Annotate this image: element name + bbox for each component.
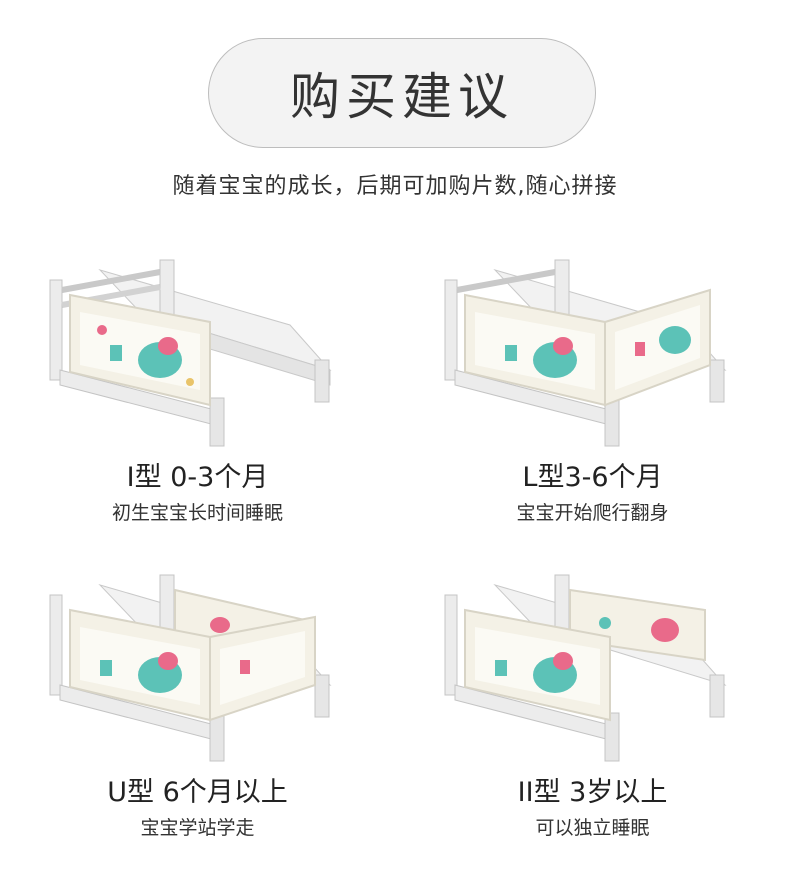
bed-with-guardrail-illustration <box>444 259 727 447</box>
guardrail-panel-side <box>604 288 711 407</box>
option-description: 宝宝学站学走 <box>140 817 255 839</box>
bed-with-guardrail-illustration <box>49 574 332 762</box>
guardrail-panel <box>464 293 606 407</box>
bed-with-guardrail-illustration <box>444 574 727 762</box>
option-type-label: II型 3岁以上 <box>517 777 668 808</box>
option-description: 可以独立睡眠 <box>535 817 650 839</box>
guardrail-panel <box>69 608 211 722</box>
page-title: 购买建议 <box>290 68 514 126</box>
bed-with-guardrail-illustration <box>49 259 332 447</box>
guardrail-panel <box>69 293 211 407</box>
guardrail-panel-side <box>209 615 316 722</box>
title-pill: 购买建议 <box>208 38 596 148</box>
option-description: 宝宝开始爬行翻身 <box>516 502 669 524</box>
option-type-label: L型3-6个月 <box>522 462 663 493</box>
page-subtitle: 随着宝宝的成长，后期可加购片数,随心拼接 <box>172 174 618 199</box>
option-type-label: U型 6个月以上 <box>107 777 288 808</box>
option-description: 初生宝宝长时间睡眠 <box>111 502 283 524</box>
option-type-label: I型 0-3个月 <box>126 462 269 493</box>
guardrail-panel <box>464 608 611 722</box>
